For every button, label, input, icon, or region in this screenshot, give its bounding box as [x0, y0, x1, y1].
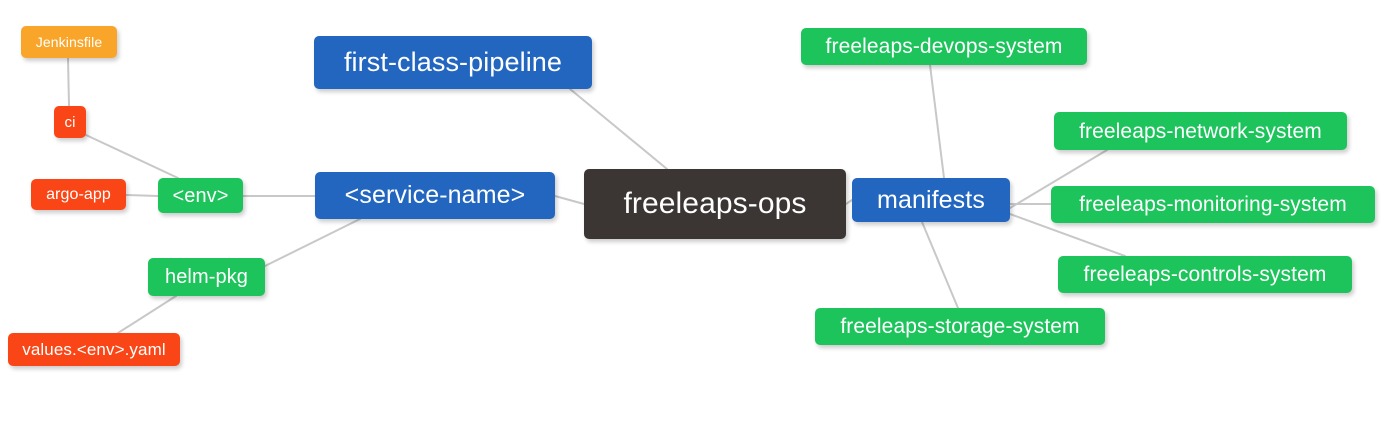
node-label-manifests: manifests [877, 185, 985, 214]
node-ci[interactable]: ci [54, 106, 86, 138]
node-label-freeleaps-monitoring-system: freeleaps-monitoring-system [1079, 193, 1347, 216]
node-service-name[interactable]: <service-name> [315, 172, 555, 219]
node-env[interactable]: <env> [158, 178, 243, 213]
node-label-helm-pkg: helm-pkg [164, 266, 249, 288]
node-freeleaps-devops-system[interactable]: freeleaps-devops-system [801, 28, 1087, 65]
node-label-freeleaps-ops: freeleaps-ops [623, 187, 807, 220]
node-label-env: <env> [172, 184, 229, 207]
node-label-freeleaps-devops-system: freeleaps-devops-system [825, 35, 1063, 58]
node-helm-pkg[interactable]: helm-pkg [148, 258, 265, 296]
edge-freeleaps-ops-to-first-class-pipeline [569, 88, 668, 170]
node-label-freeleaps-controls-system: freeleaps-controls-system [1083, 263, 1327, 286]
edge-helm-pkg-to-values-yaml [117, 295, 177, 334]
edge-env-to-argo-app [125, 194, 159, 197]
node-label-freeleaps-network-system: freeleaps-network-system [1079, 119, 1322, 143]
node-values-yaml[interactable]: values.<env>.yaml [8, 333, 180, 366]
edge-env-to-ci [85, 134, 179, 179]
node-freeleaps-ops[interactable]: freeleaps-ops [584, 169, 846, 239]
node-freeleaps-controls-system[interactable]: freeleaps-controls-system [1058, 256, 1352, 293]
node-manifests[interactable]: manifests [852, 178, 1010, 222]
edge-service-name-to-helm-pkg [264, 218, 361, 267]
node-argo-app[interactable]: argo-app [31, 179, 126, 210]
node-freeleaps-monitoring-system[interactable]: freeleaps-monitoring-system [1051, 186, 1375, 223]
node-label-jenkinsfile: Jenkinsfile [35, 34, 103, 50]
node-label-ci: ci [64, 113, 76, 131]
edge-ci-to-jenkinsfile [67, 57, 70, 107]
node-label-values-yaml: values.<env>.yaml [22, 340, 166, 359]
node-label-argo-app: argo-app [46, 185, 111, 203]
node-freeleaps-network-system[interactable]: freeleaps-network-system [1054, 112, 1347, 150]
edge-manifests-to-freeleaps-devops-system [929, 64, 945, 179]
node-freeleaps-storage-system[interactable]: freeleaps-storage-system [815, 308, 1105, 345]
node-label-freeleaps-storage-system: freeleaps-storage-system [840, 315, 1080, 338]
edge-freeleaps-ops-to-service-name [554, 195, 585, 205]
node-label-first-class-pipeline: first-class-pipeline [343, 47, 563, 77]
node-jenkinsfile[interactable]: Jenkinsfile [21, 26, 117, 58]
edge-manifests-to-freeleaps-storage-system [921, 221, 959, 309]
node-first-class-pipeline[interactable]: first-class-pipeline [314, 36, 592, 89]
node-label-service-name: <service-name> [344, 181, 526, 209]
